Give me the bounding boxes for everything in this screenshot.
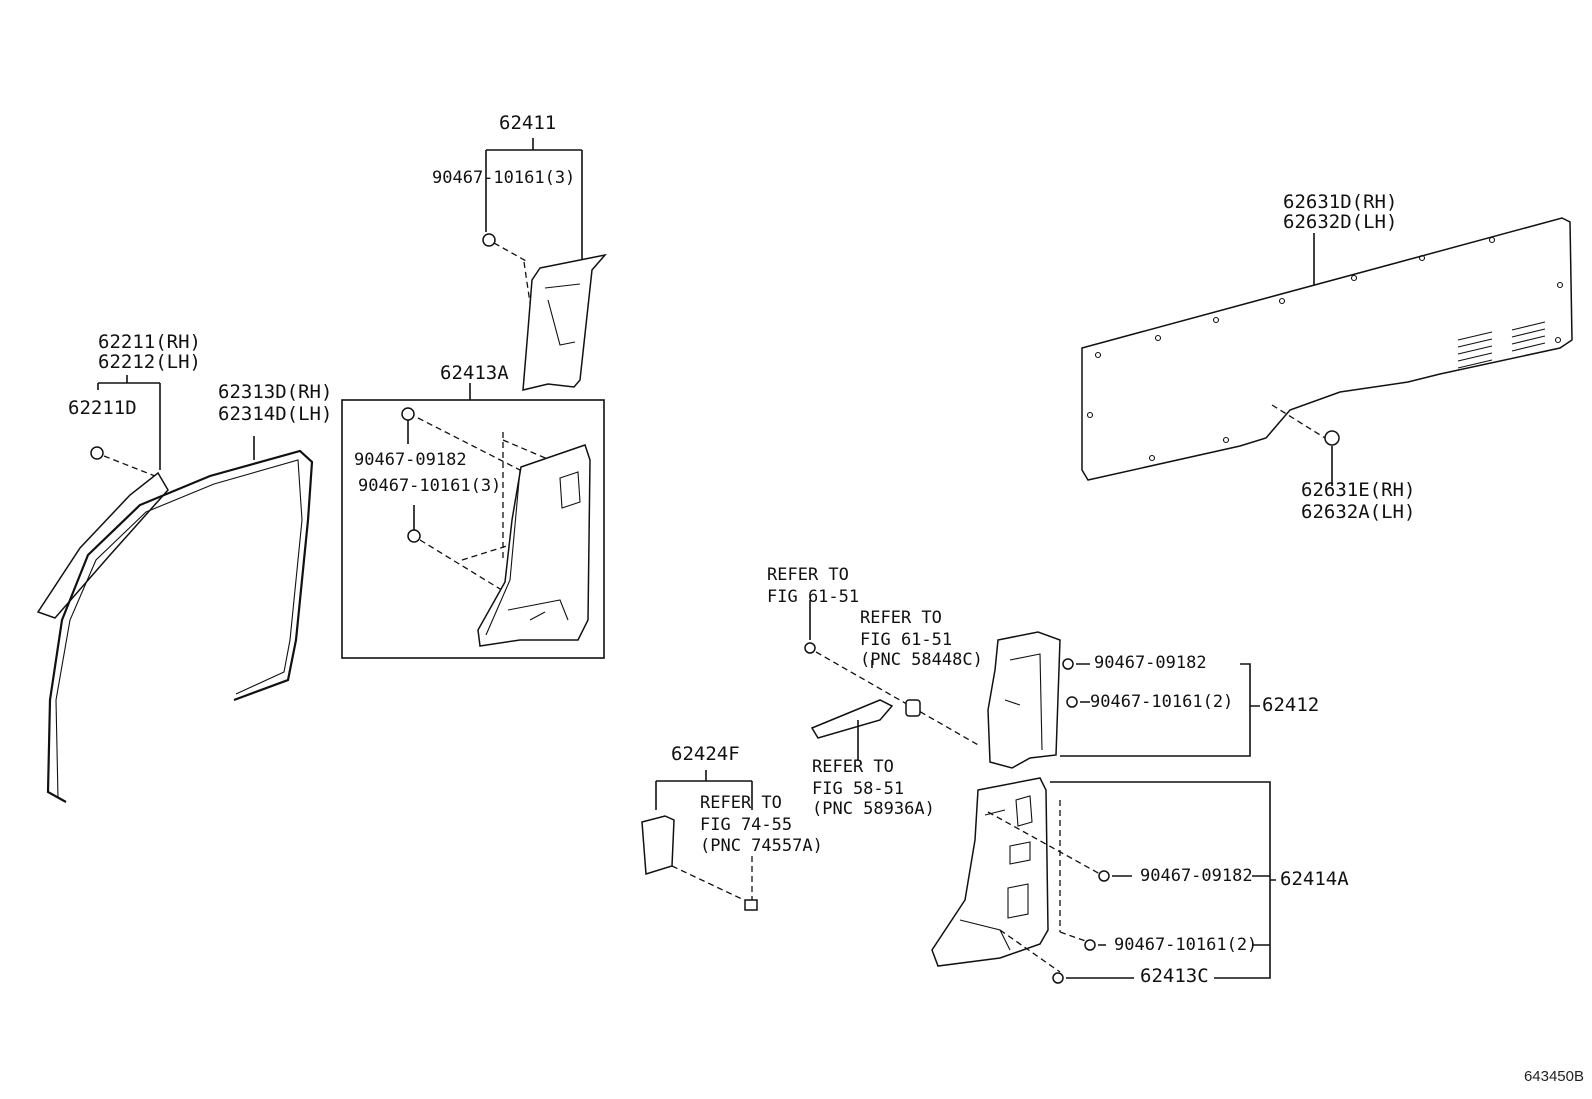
bolt-icon — [1052, 972, 1064, 984]
label-ref1-a: REFER TO — [767, 565, 849, 585]
label-62313d: 62313D(RH) — [218, 381, 333, 403]
label-box-clip2: 90467-10161(3) — [358, 476, 502, 496]
label-62414a-clip1: 90467-09182 — [1140, 866, 1253, 886]
diagram-code: 643450B — [1523, 1068, 1584, 1085]
label-62413c: 62413C — [1140, 965, 1209, 987]
label-ref4-b: FIG 74-55 — [700, 815, 793, 835]
label-62632a: 62632A(LH) — [1301, 501, 1416, 523]
part-62631d-panel — [1081, 217, 1573, 486]
label-box-clip1: 90467-09182 — [354, 450, 467, 470]
label-62414a: 62414A — [1280, 868, 1349, 890]
clip-icon — [1324, 430, 1340, 446]
label-62424f: 62424F — [671, 743, 740, 765]
part-62411 — [482, 138, 608, 391]
clip-icon — [1084, 939, 1096, 951]
label-62211d: 62211D — [68, 397, 137, 419]
label-62212: 62212(LH) — [98, 351, 201, 373]
label-ref3-a: REFER TO — [812, 757, 894, 777]
vent-icon — [1457, 321, 1546, 369]
nut-icon — [905, 699, 921, 717]
label-62414a-clip2: 90467-10161(2) — [1114, 935, 1258, 955]
label-ref2-b: FIG 61-51 — [860, 630, 953, 650]
label-62314d: 62314D(LH) — [218, 403, 333, 425]
label-62412: 62412 — [1262, 694, 1320, 716]
label-62211: 62211(RH) — [98, 331, 201, 353]
part-62413a — [341, 383, 605, 659]
part-62412 — [804, 600, 1260, 769]
label-62631d: 62631D(RH) — [1283, 191, 1398, 213]
clip-icon — [401, 407, 415, 421]
clip-icon — [407, 529, 421, 543]
clip-icon — [482, 233, 496, 247]
label-ref4-a: REFER TO — [700, 793, 782, 813]
clip-icon — [744, 899, 758, 911]
part-62424f — [641, 770, 758, 911]
label-ref2-a: REFER TO — [860, 608, 942, 628]
label-62412-clip1: 90467-09182 — [1094, 653, 1207, 673]
part-62414a — [931, 777, 1276, 984]
label-62631e: 62631E(RH) — [1301, 479, 1416, 501]
label-ref2-c: (PNC 58448C) — [860, 650, 983, 670]
label-ref4-c: (PNC 74557A) — [700, 836, 823, 856]
label-62411-clip: 90467-10161(3) — [432, 168, 576, 188]
label-62411: 62411 — [499, 112, 557, 134]
label-ref3-b: FIG 58-51 — [812, 779, 905, 799]
label-62412-clip2: 90467-10161(2) — [1090, 692, 1234, 712]
label-ref1-b: FIG 61-51 — [767, 587, 860, 607]
clip-icon — [90, 446, 104, 460]
label-ref3-c: (PNC 58936A) — [812, 799, 935, 819]
clip-icon — [1066, 696, 1078, 708]
part-62313d-weatherstrip — [46, 436, 314, 803]
clip-icon — [1098, 870, 1110, 882]
label-62413a: 62413A — [440, 362, 509, 384]
bolt-icon — [804, 642, 816, 654]
clip-icon — [1062, 658, 1074, 670]
label-62632d: 62632D(LH) — [1283, 211, 1398, 233]
